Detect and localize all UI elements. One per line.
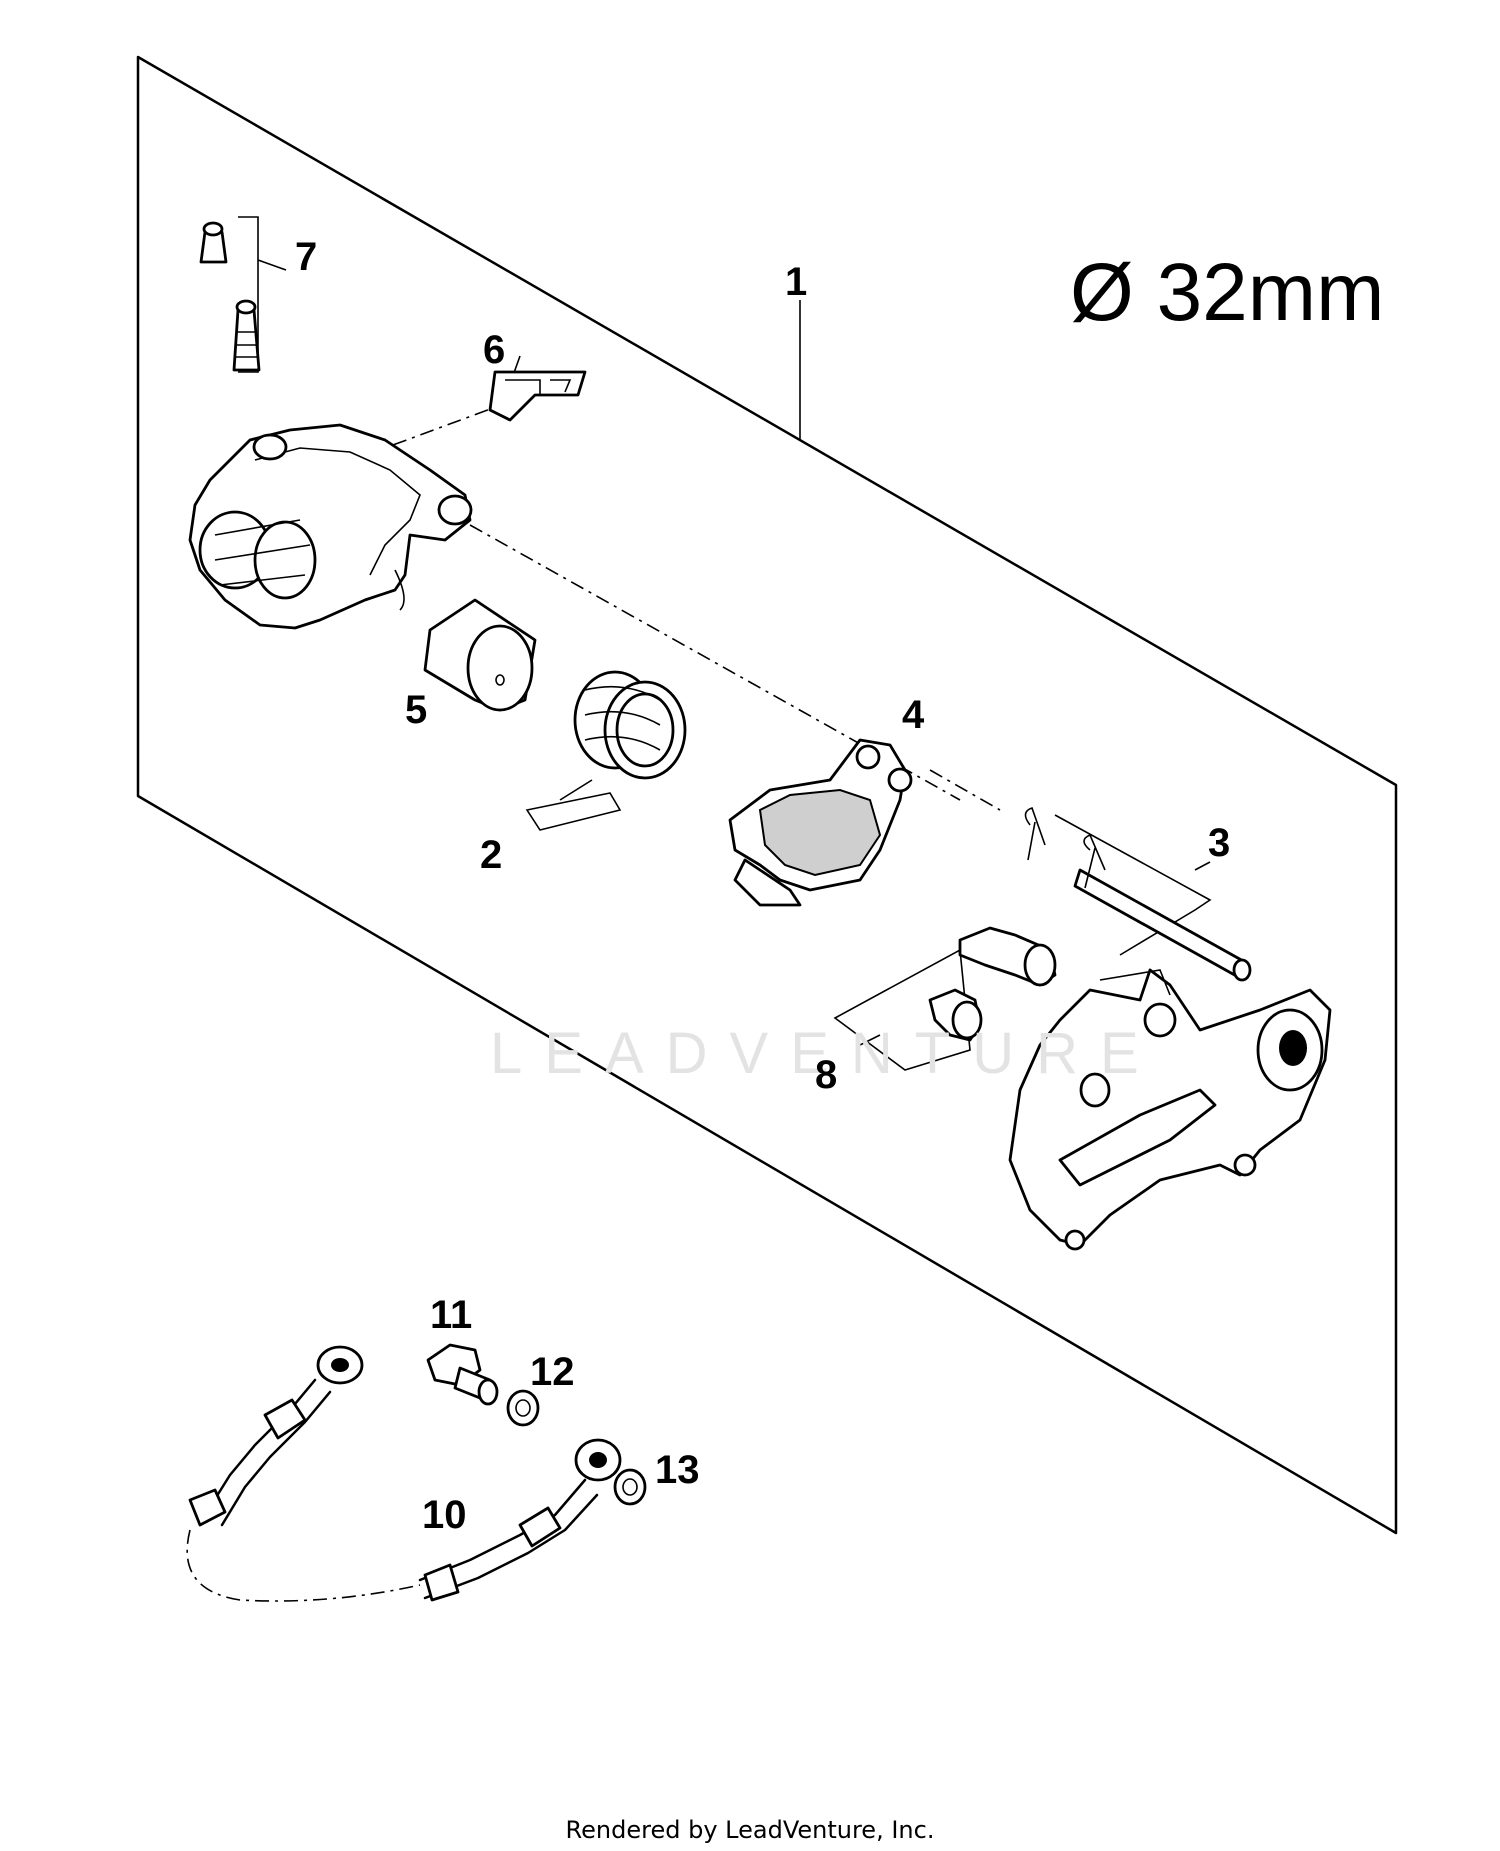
callout-5: 5 — [405, 688, 428, 732]
seal-kit-part — [573, 670, 687, 780]
brake-hose-part — [186, 1345, 622, 1602]
brake-pads-part — [728, 738, 913, 907]
callout-13: 13 — [655, 1448, 700, 1492]
caliper-housing-part — [188, 423, 473, 630]
piston-part — [423, 598, 537, 712]
callout-7: 7 — [295, 235, 318, 279]
assembly-boundary — [136, 55, 1398, 1535]
callout-12: 12 — [530, 1350, 575, 1394]
callout-11: 11 — [430, 1293, 473, 1337]
banjo-bolt-part — [426, 1343, 499, 1406]
washer-12-inner — [515, 1399, 531, 1417]
callout-10: 10 — [422, 1493, 467, 1537]
washer-13-part — [613, 1468, 647, 1506]
callout-4: 4 — [902, 693, 925, 737]
watermark-text: LEADVENTURE — [490, 1021, 1161, 1086]
washer-13-inner — [622, 1478, 638, 1496]
callout-6: 6 — [483, 328, 506, 372]
callout-8: 8 — [815, 1053, 838, 1097]
callout-2: 2 — [480, 833, 503, 877]
leader-lines — [238, 216, 1212, 1071]
bore-diameter-label: Ø 32mm — [1070, 247, 1385, 338]
washer-12-part — [506, 1389, 540, 1427]
callout-1: 1 — [785, 260, 808, 304]
slide-pins-part — [928, 926, 1057, 1042]
callout-3: 3 — [1208, 821, 1231, 865]
bleeder-screw-parts — [199, 221, 261, 372]
caliper-bracket-part — [1008, 968, 1332, 1251]
footer-credit: Rendered by LeadVenture, Inc. — [565, 1816, 935, 1844]
pad-pin-part — [1024, 806, 1252, 982]
pad-spring-part — [488, 370, 587, 422]
